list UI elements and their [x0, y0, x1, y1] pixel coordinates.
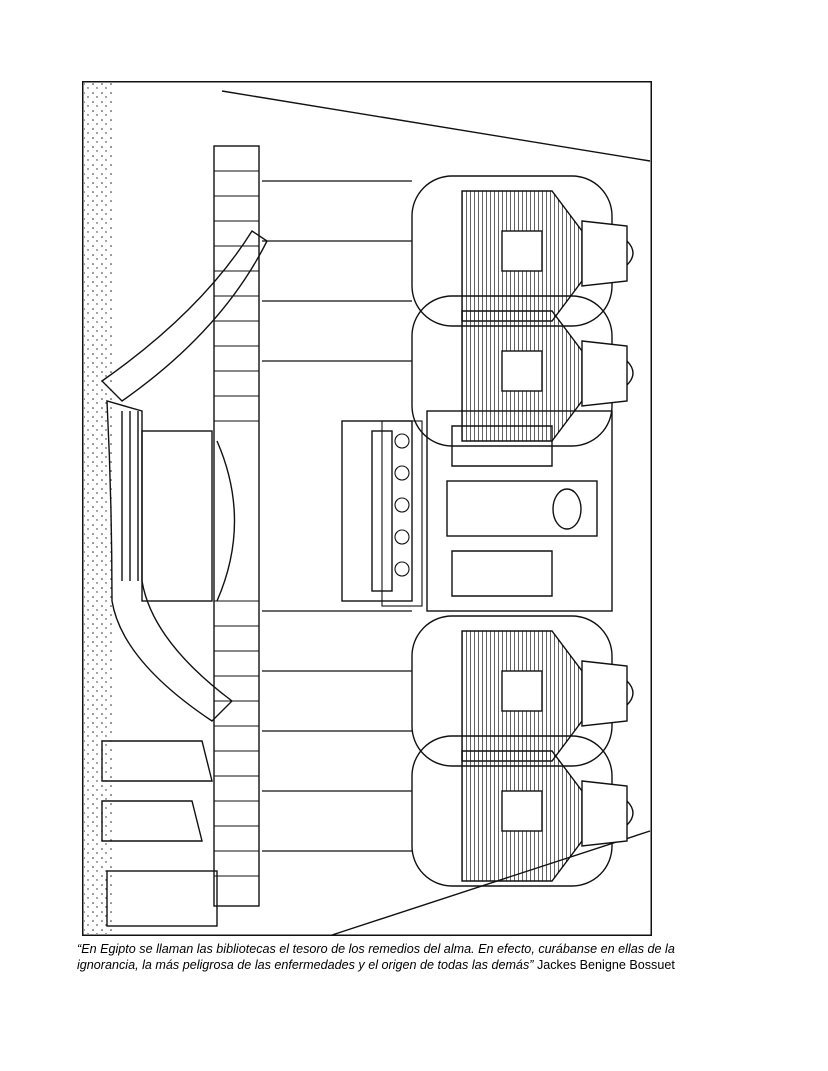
quote-line-1: “En Egipto se llaman las bibliotecas el …	[77, 942, 675, 956]
quote-author: Jackes Benigne Bossuet	[536, 958, 675, 972]
quote-caption: “En Egipto se llaman las bibliotecas el …	[77, 941, 757, 973]
egyptian-temple-illustration	[82, 81, 652, 936]
quote-line-2: ignorancia, la más peligrosa de las enfe…	[77, 958, 534, 972]
